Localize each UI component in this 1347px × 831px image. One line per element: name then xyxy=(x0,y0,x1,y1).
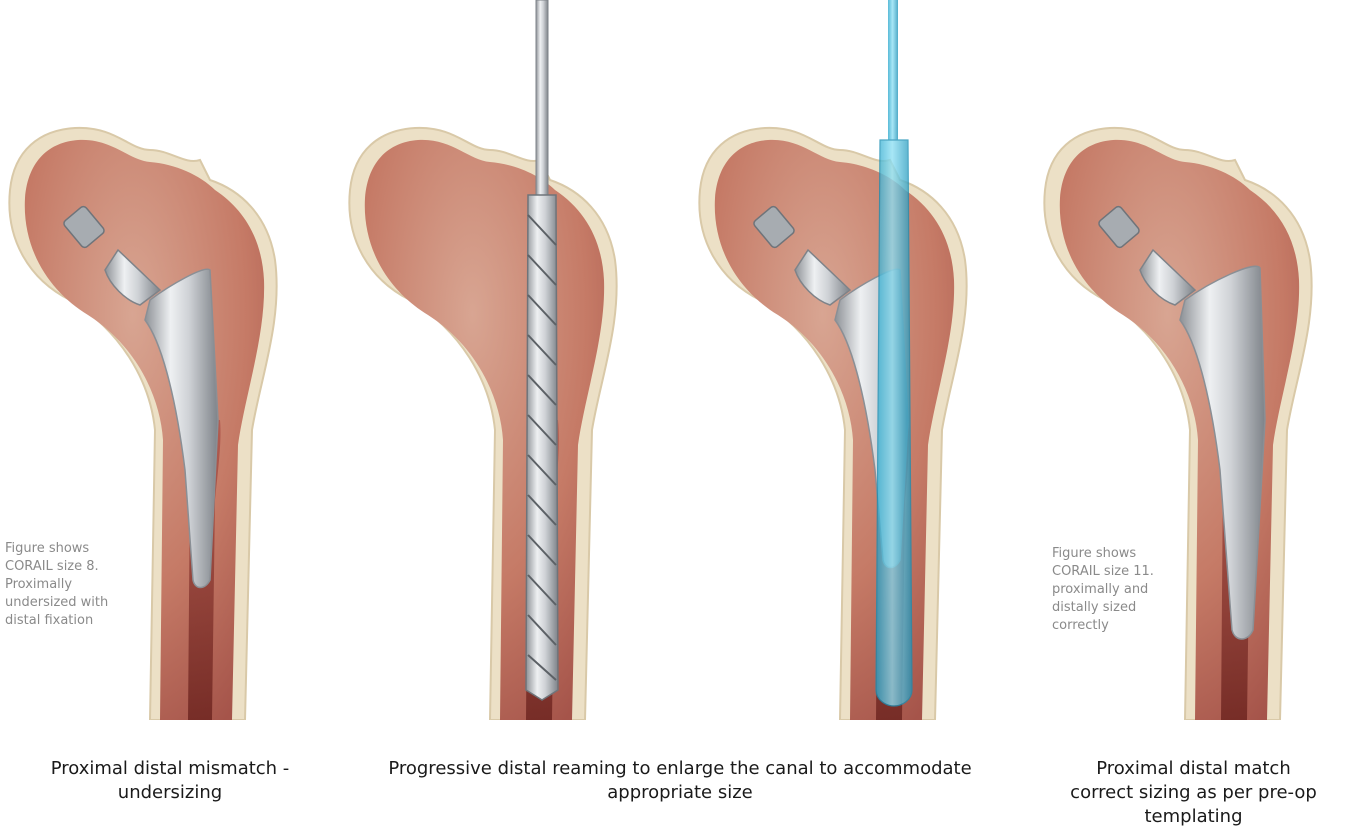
femur-reaming-illustration xyxy=(340,0,670,720)
femur-bone xyxy=(699,128,966,720)
femur-rasp-illustration xyxy=(690,0,1020,720)
blue-rasp-icon xyxy=(876,0,912,706)
reamer-icon xyxy=(526,0,558,700)
implant-note: Figure shows CORAIL size 8. Proximally u… xyxy=(5,540,155,630)
panel-correct: Figure shows CORAIL size 11. proximally … xyxy=(1035,0,1347,720)
implant-note: Figure shows CORAIL size 11. proximally … xyxy=(1052,545,1192,635)
femur-bone xyxy=(349,128,616,720)
caption-reaming: Progressive distal reaming to enlarge th… xyxy=(330,757,1030,805)
femur-bone xyxy=(9,128,276,720)
panel-undersized: Figure shows CORAIL size 8. Proximally u… xyxy=(0,0,300,720)
panel-reaming xyxy=(340,0,670,720)
panel-rasp xyxy=(690,0,1020,720)
caption-undersizing: Proximal distal mismatch - undersizing xyxy=(0,757,340,805)
caption-correct-sizing: Proximal distal match correct sizing as … xyxy=(1040,757,1347,829)
